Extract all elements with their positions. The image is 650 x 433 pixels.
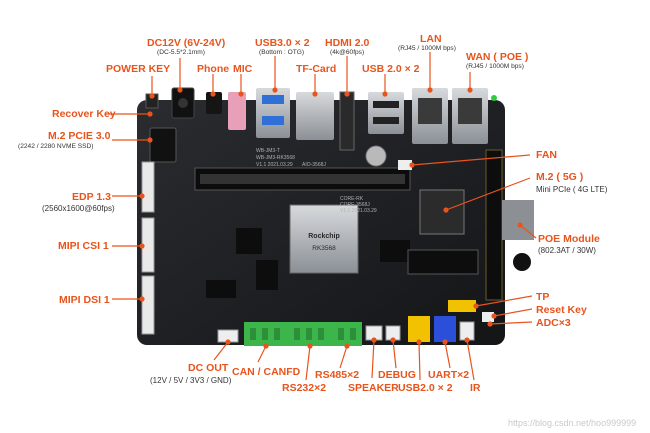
label-hdmi: HDMI 2.0: [325, 37, 370, 49]
reset-key: [482, 312, 494, 322]
edp-connector: [141, 161, 155, 213]
tf-card-slot: [296, 92, 334, 140]
core-text-2: CORE-3568J: [340, 202, 370, 208]
label-usb30-sub: (Bottom : OTG): [259, 49, 305, 56]
label-mic: MIC: [233, 63, 253, 75]
label-power-key: POWER KEY: [106, 63, 171, 75]
label-edp-sub: (2560x1600@60fps): [42, 204, 115, 213]
core-text-1: CORE-RK: [340, 196, 364, 202]
pointer-lines: [106, 52, 537, 381]
label-dc-out: DC OUT: [188, 362, 229, 374]
label-reset-key: Reset Key: [536, 304, 587, 316]
hdmi-port: [339, 91, 355, 151]
usb20-top-ports: [368, 92, 404, 134]
mic-jack: [228, 92, 246, 130]
label-mipi-csi: MIPI CSI 1: [58, 240, 109, 252]
ir-receiver: [459, 321, 475, 341]
label-dc12v-sub: (DC-5.5*2.1mm): [157, 49, 205, 56]
label-usb20-top: USB 2.0 × 2: [362, 63, 420, 75]
tp-connector: [448, 300, 476, 312]
soc-brand-text: Rockchip: [308, 233, 340, 240]
label-rs232: RS232×2: [282, 382, 327, 394]
silk-text-4: AIO-3568J: [302, 162, 326, 168]
core-text-3: V1.1 2021.03.29: [340, 208, 377, 214]
mipi-dsi-connector: [141, 275, 155, 335]
watermark: https://blog.csdn.net/hoo999999: [508, 418, 637, 428]
usb20-bottom-connector: [408, 316, 430, 342]
label-poe-module: POE Module: [538, 233, 600, 245]
label-dc12v: DC12V (6V-24V): [147, 37, 226, 49]
label-tp: TP: [536, 291, 550, 303]
phone-jack: [206, 92, 222, 114]
label-wan-sub: (RJ45 / 1000M bps): [466, 63, 524, 70]
label-mipi-dsi: MIPI DSI 1: [59, 294, 110, 306]
label-m2-pcie-sub: (2242 / 2280 NVME SSD): [18, 143, 94, 150]
label-ir: IR: [470, 382, 481, 394]
label-fan: FAN: [536, 149, 557, 161]
label-m2-5g-sub: Mini PCIe ( 4G LTE): [536, 185, 608, 194]
label-hdmi-sub: (4k@60fps): [330, 49, 365, 56]
rs485-terminal: [332, 322, 362, 346]
label-wan: WAN ( POE ): [466, 51, 529, 63]
label-lan: LAN: [420, 33, 442, 45]
soc-chip: [289, 204, 359, 274]
label-tf-card: TF-Card: [296, 63, 337, 75]
uart-connector: [434, 316, 456, 342]
poe-header: [485, 149, 503, 301]
label-edp: EDP 1.3: [72, 191, 111, 203]
soc-model-text: RK3568: [312, 245, 336, 252]
poe-module: [502, 200, 534, 240]
label-adc: ADC×3: [536, 317, 571, 329]
label-recover-key: Recover Key: [52, 108, 116, 120]
label-dc-out-sub: (12V / 5V / 3V3 / GND): [150, 376, 232, 385]
label-usb30: USB3.0 × 2: [255, 37, 310, 49]
label-m2-5g: M.2 ( 5G ): [536, 171, 584, 183]
pointer-dots: [139, 87, 523, 349]
label-phone: Phone: [197, 63, 230, 75]
label-usb20-bottom: USB2.0 × 2: [398, 382, 453, 394]
label-debug: DEBUG: [378, 369, 416, 381]
label-poe-module-sub: (802.3AT / 30W): [538, 246, 596, 255]
label-speaker: SPEAKER: [348, 382, 399, 394]
mini-pcie-slot: [407, 249, 479, 275]
silk-text-1: WB-JM3-T: [256, 148, 280, 154]
m2-pcie-slot: [149, 127, 177, 163]
fan-connector: [398, 160, 412, 170]
label-can: CAN / CANFD: [232, 366, 301, 378]
silk-text-3: V1.1 2021.03.29: [256, 162, 293, 168]
rtc-battery: [365, 145, 387, 167]
label-uart: UART×2: [428, 369, 470, 381]
label-m2-pcie: M.2 PCIE 3.0: [48, 130, 111, 142]
m2-5g-module: [419, 189, 465, 235]
silk-text-2: WB-JM3-RK3568: [256, 155, 295, 161]
label-rs485: RS485×2: [315, 369, 360, 381]
label-lan-sub: (RJ45 / 1000M bps): [398, 45, 456, 52]
